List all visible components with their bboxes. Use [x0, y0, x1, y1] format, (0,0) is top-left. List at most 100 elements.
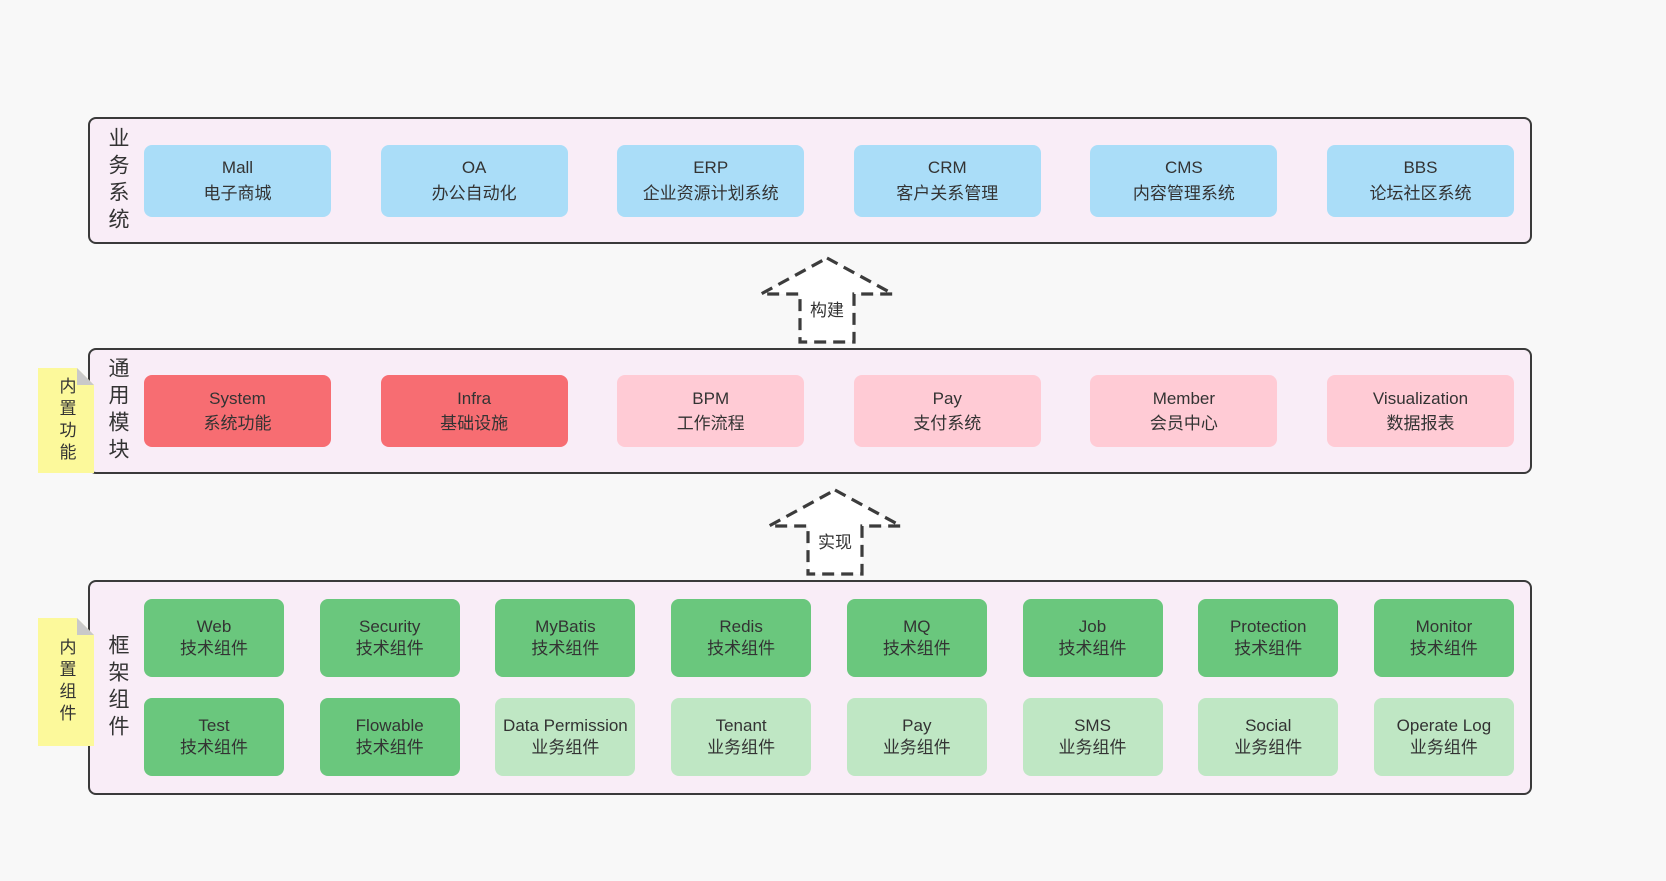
node-title: Social	[1245, 715, 1292, 735]
node-job: Job 技术组件	[1022, 599, 1163, 677]
node-subtitle: 技术组件	[882, 639, 951, 658]
arrow-implement: 实现	[765, 487, 905, 577]
node-title: OA	[461, 158, 487, 177]
node-subtitle: 企业资源计划系统	[642, 183, 779, 203]
node-title: Web	[196, 616, 232, 636]
node-subtitle: 技术组件	[531, 639, 600, 658]
band-label-common-modules: 通用模块	[106, 357, 129, 465]
node-subtitle: 技术组件	[355, 639, 424, 658]
node-title: CRM	[927, 158, 967, 177]
node-title: Infra	[457, 388, 492, 408]
node-sms: SMS 业务组件	[1022, 698, 1163, 776]
node-title: Redis	[719, 616, 763, 636]
node-subtitle: 论坛社区系统	[1369, 183, 1472, 203]
node-oa: OA 办公自动化	[380, 144, 568, 217]
node-subtitle: 支付系统	[913, 414, 982, 433]
sticky-note-icon	[38, 618, 94, 746]
node-system: System 系统功能	[144, 375, 331, 447]
node-title: Operate Log	[1396, 715, 1492, 735]
node-subtitle: 技术组件	[707, 639, 776, 658]
node-operate-log: Operate Log 业务组件	[1373, 698, 1514, 776]
node-subtitle: 业务组件	[1409, 738, 1478, 757]
node-title: ERP	[693, 158, 729, 177]
node-subtitle: 技术组件	[1409, 639, 1478, 658]
node-crm: CRM 客户关系管理	[853, 144, 1041, 217]
node-title: Test	[198, 715, 230, 735]
node-title: Monitor	[1415, 616, 1473, 636]
node-mybatis: MyBatis 技术组件	[495, 599, 636, 677]
node-title: Pay	[932, 388, 962, 408]
node-infra: Infra 基础设施	[380, 375, 568, 447]
band-framework-components: 框架组件 Web 技术组件 Security 技术组件 MyBatis 技术组件…	[88, 580, 1532, 795]
node-member: Member 会员中心	[1090, 375, 1278, 447]
node-protection: Protection 技术组件	[1198, 599, 1339, 677]
node-pay-biz: Pay 业务组件	[846, 698, 987, 776]
common-modules-boxes: System 系统功能 Infra 基础设施 BPM 工作流程 Pay 支付系统…	[144, 375, 1530, 447]
sticky-note-icon	[38, 368, 94, 473]
band-label-business-systems: 业务系统	[106, 126, 129, 235]
node-subtitle: 基础设施	[440, 414, 509, 433]
node-title: Tenant	[715, 715, 767, 735]
node-visualization: Visualization 数据报表	[1326, 375, 1514, 447]
node-bbs: BBS 论坛社区系统	[1326, 144, 1514, 217]
node-title: BPM	[692, 388, 730, 408]
node-subtitle: 会员中心	[1149, 414, 1218, 433]
node-tenant: Tenant 业务组件	[671, 698, 812, 776]
node-data-permission: Data Permission 业务组件	[495, 698, 636, 776]
node-mall: Mall 电子商城	[144, 144, 331, 217]
node-subtitle: 业务组件	[882, 738, 951, 757]
arrow-implement-label: 实现	[815, 528, 855, 553]
node-subtitle: 内容管理系统	[1132, 183, 1235, 203]
framework-components-rows: Web 技术组件 Security 技术组件 MyBatis 技术组件 Redi…	[144, 599, 1530, 776]
node-title: Flowable	[355, 715, 424, 735]
node-subtitle: 系统功能	[203, 414, 272, 433]
node-erp: ERP 企业资源计划系统	[617, 144, 805, 217]
node-title: Pay	[902, 715, 932, 735]
node-title: Data Permission	[503, 715, 628, 735]
node-title: Member	[1152, 388, 1216, 408]
node-subtitle: 技术组件	[1058, 639, 1127, 658]
node-redis: Redis 技术组件	[671, 599, 812, 677]
node-title: Protection	[1229, 616, 1307, 636]
sticky-note-builtin-components: 内置组件	[38, 618, 94, 746]
node-subtitle: 工作流程	[676, 414, 745, 433]
node-test: Test 技术组件	[144, 698, 284, 776]
node-web: Web 技术组件	[144, 599, 284, 677]
sticky-note-builtin-features: 内置功能	[38, 368, 94, 473]
node-title: Security	[358, 616, 421, 636]
framework-components-row-2: Test 技术组件 Flowable 技术组件 Data Permission …	[144, 698, 1514, 776]
node-subtitle: 业务组件	[1234, 738, 1303, 757]
node-bpm: BPM 工作流程	[617, 375, 805, 447]
framework-components-row-1: Web 技术组件 Security 技术组件 MyBatis 技术组件 Redi…	[144, 599, 1514, 677]
node-title: BBS	[1403, 158, 1438, 177]
node-pay: Pay 支付系统	[853, 375, 1041, 447]
node-subtitle: 数据报表	[1386, 414, 1455, 433]
node-subtitle: 业务组件	[531, 738, 600, 757]
sticky-note-label: 内置功能	[56, 376, 76, 465]
node-subtitle: 客户关系管理	[896, 183, 999, 203]
node-title: Job	[1078, 616, 1107, 636]
node-flowable: Flowable 技术组件	[319, 698, 460, 776]
node-title: SMS	[1074, 715, 1111, 735]
node-title: Mall	[221, 158, 254, 177]
band-common-modules: 通用模块 System 系统功能 Infra 基础设施 BPM 工作流程 Pay…	[88, 348, 1532, 474]
node-security: Security 技术组件	[319, 599, 460, 677]
node-subtitle: 办公自动化	[431, 183, 517, 203]
node-subtitle: 业务组件	[1058, 738, 1127, 757]
node-title: MQ	[903, 616, 931, 636]
arrow-build: 构建	[757, 255, 897, 345]
node-cms: CMS 内容管理系统	[1090, 144, 1278, 217]
node-mq: MQ 技术组件	[846, 599, 987, 677]
node-subtitle: 电子商城	[203, 183, 272, 203]
node-title: System	[209, 388, 266, 408]
business-systems-boxes: Mall 电子商城 OA 办公自动化 ERP 企业资源计划系统 CRM 客户关系…	[144, 144, 1530, 217]
node-title: MyBatis	[535, 616, 596, 636]
node-subtitle: 技术组件	[1234, 639, 1303, 658]
arrow-build-label: 构建	[807, 296, 847, 321]
node-title: Visualization	[1372, 388, 1469, 408]
node-subtitle: 技术组件	[355, 738, 424, 757]
node-subtitle: 技术组件	[180, 639, 248, 658]
node-title: CMS	[1164, 158, 1203, 177]
node-monitor: Monitor 技术组件	[1373, 599, 1514, 677]
